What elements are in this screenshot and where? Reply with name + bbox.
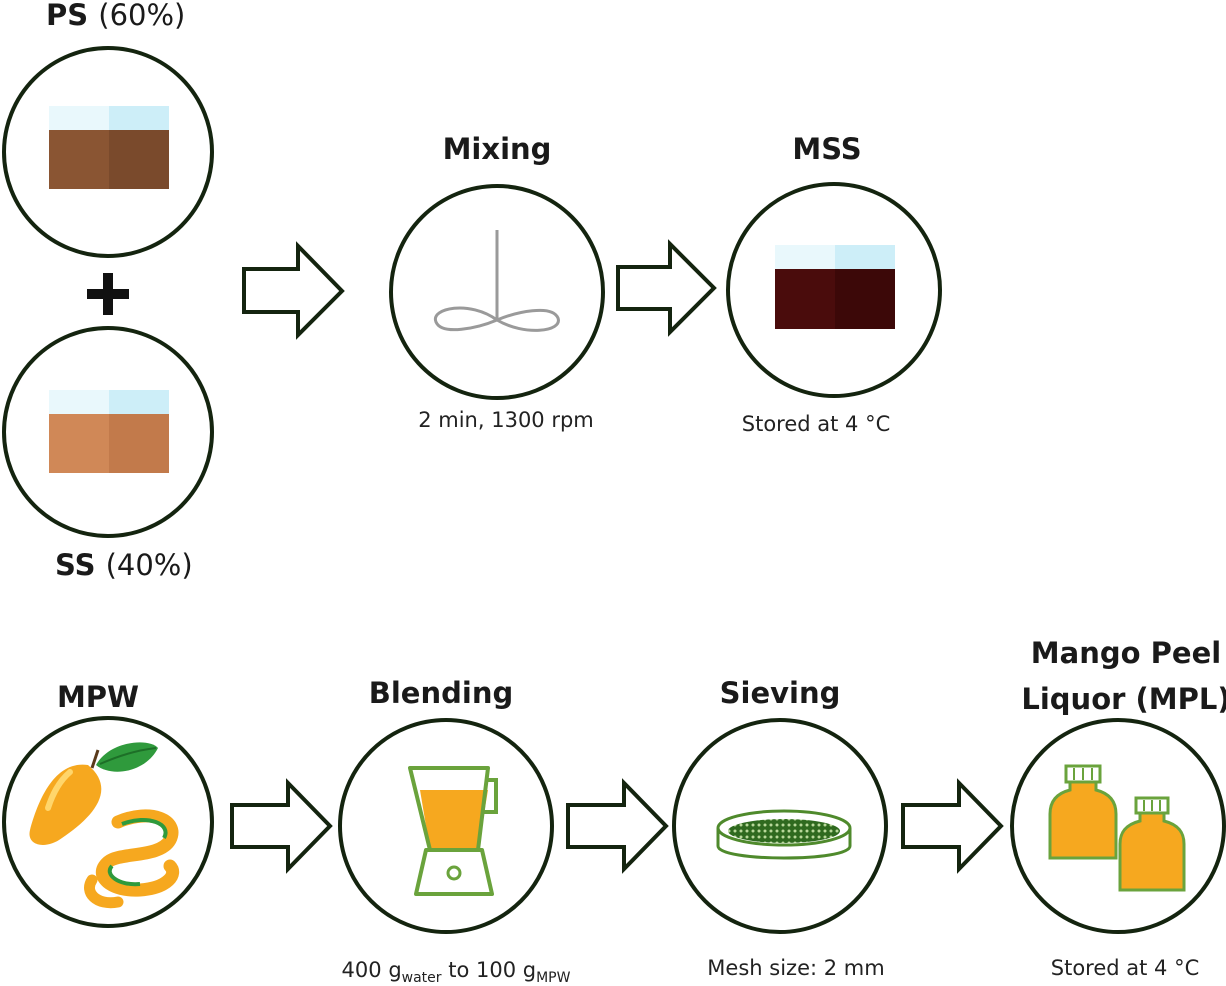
mixing-caption: 2 min, 1300 rpm — [418, 408, 594, 432]
bottles-icon — [1048, 764, 1186, 892]
stirrer-icon — [434, 230, 560, 332]
mss-title: MSS — [792, 132, 862, 166]
mpl-node — [1010, 718, 1226, 934]
sieving-caption: Mesh size: 2 mm — [707, 956, 885, 980]
ss-name: SS — [55, 548, 96, 582]
arrow-1-icon — [242, 241, 345, 340]
blender-icon — [408, 766, 498, 896]
sieve-icon — [716, 809, 852, 860]
blending-node — [338, 718, 554, 934]
ps-beaker-icon — [49, 106, 169, 189]
mpw-title: MPW — [56, 680, 140, 714]
mango-icon — [29, 742, 180, 909]
ps-name: PS — [46, 0, 89, 32]
mss-node — [726, 182, 942, 398]
ps-label: PS (60%) — [46, 0, 185, 32]
mpl-caption: Stored at 4 °C — [1050, 956, 1200, 980]
blending-title: Blending — [368, 676, 514, 710]
ss-beaker-icon — [49, 390, 169, 473]
arrow-2-icon — [616, 239, 717, 337]
mss-beaker-icon — [775, 245, 895, 329]
mpw-circle — [2, 716, 214, 928]
mixing-node — [389, 184, 605, 400]
mss-caption: Stored at 4 °C — [741, 412, 891, 436]
arrow-3-icon — [230, 778, 333, 874]
sieving-title: Sieving — [719, 676, 841, 710]
ss-node — [2, 326, 214, 538]
mpl-circle — [1010, 718, 1226, 934]
arrow-4-icon — [566, 778, 669, 874]
sieving-node — [672, 718, 888, 934]
arrow-5-icon — [901, 778, 1004, 874]
ss-label: SS (40%) — [55, 548, 193, 582]
blending-caption-sub-a: water — [401, 970, 442, 986]
mpw-node — [2, 716, 214, 928]
blending-caption-sub-b: MPW — [536, 970, 571, 986]
mpl-title-line2: Liquor (MPL) — [1021, 682, 1226, 716]
ps-percent: (60%) — [98, 0, 186, 32]
ps-node — [2, 46, 214, 258]
mpl-title-line1: Mango Peel — [1030, 636, 1222, 670]
ss-percent: (40%) — [105, 548, 193, 582]
blending-caption-a: 400 g — [341, 958, 402, 982]
mixing-title: Mixing — [442, 132, 552, 166]
blending-caption: 400 gwater to 100 gMPW — [342, 958, 571, 986]
plus-icon — [87, 273, 129, 315]
blending-caption-b: to 100 g — [441, 958, 537, 982]
